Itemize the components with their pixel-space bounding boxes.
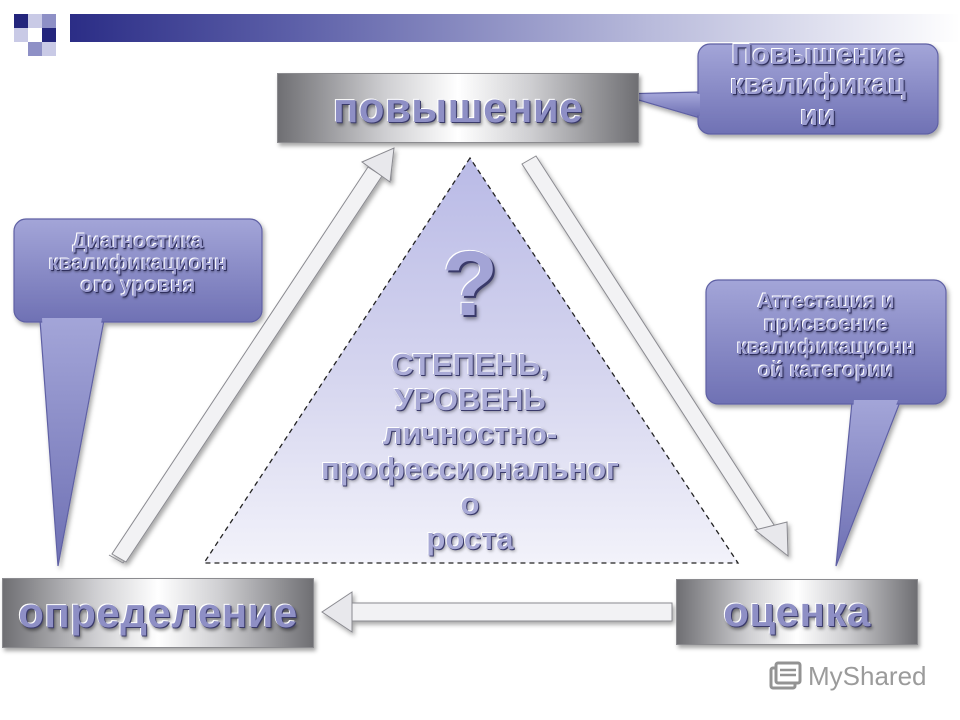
decorative-square — [42, 42, 56, 56]
box-right-label: оценка — [723, 588, 871, 635]
decorative-square — [28, 14, 42, 28]
arrow-left — [321, 591, 673, 633]
box-left-label: определение — [18, 589, 298, 636]
box-left-opredelenie: определение — [2, 578, 314, 648]
callout-right-text: Аттестация и присвоение квалификационн о… — [736, 290, 916, 383]
decorative-square — [28, 42, 42, 56]
watermark-text: MyShared — [808, 660, 927, 691]
box-top-label: повышение — [332, 84, 584, 131]
decorative-square — [42, 28, 56, 42]
callout-right-shape — [705, 279, 947, 567]
arrow-up-left — [108, 147, 395, 564]
question-mark-icon: ? — [441, 233, 499, 335]
triangle-center-text: СТЕПЕНЬ, УРОВЕНЬ личностно- профессионал… — [321, 347, 619, 556]
central-triangle — [202, 156, 740, 564]
decorative-square — [14, 14, 28, 28]
myshared-logo-icon — [769, 661, 802, 690]
top-decorative-strip — [70, 14, 960, 42]
box-right-otsenka: оценка — [676, 579, 918, 645]
callout-top-right-text: Повышение квалификац ии — [729, 39, 906, 132]
decorative-square — [14, 28, 28, 42]
callout-left-text: Диагностика квалификационн ого уровня — [48, 230, 228, 298]
decorative-square — [42, 14, 56, 28]
callout-left-shape — [13, 218, 263, 567]
myshared-watermark: MyShared — [768, 656, 927, 696]
box-top-povyshenie: повышение — [277, 73, 639, 143]
arrow-down-right — [521, 155, 789, 558]
